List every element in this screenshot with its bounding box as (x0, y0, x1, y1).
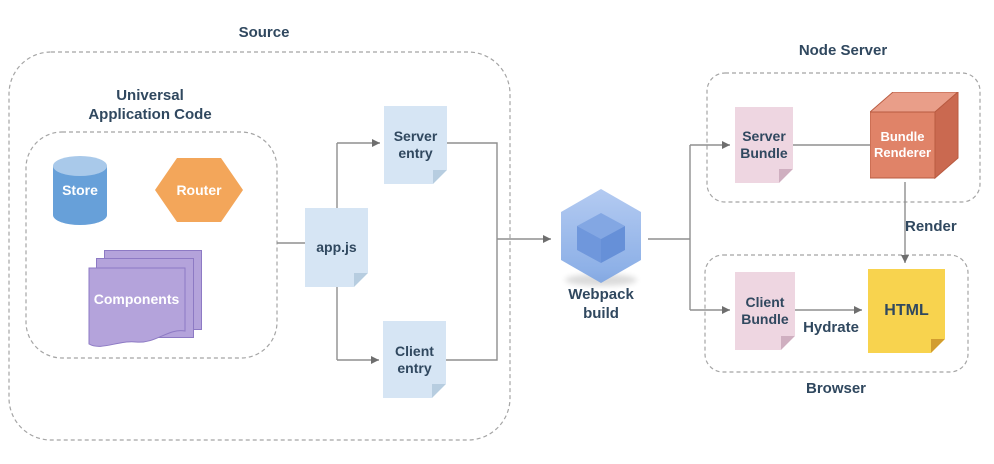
html-node-label: HTML (884, 302, 929, 320)
components-sheet-front-icon (88, 267, 186, 347)
html-node: HTML (868, 269, 945, 353)
server-bundle-node-label: Server Bundle (740, 128, 788, 161)
document-fold-icon (779, 169, 793, 183)
router-hexagon-icon (155, 158, 243, 222)
document-fold-icon (432, 384, 446, 398)
edge-server-entry-to-merge (447, 142, 498, 239)
client-bundle-node: Client Bundle (735, 272, 795, 350)
browser-group-title: Browser (805, 380, 867, 397)
document-fold-icon (931, 339, 945, 353)
universal-group-title: Universal Application Code (88, 87, 212, 123)
webpack-cube-icon (561, 189, 641, 286)
store-cylinder-icon (53, 156, 107, 225)
document-fold-icon (354, 273, 368, 287)
bundle-renderer-node-label: Bundle Renderer (873, 129, 932, 160)
document-fold-icon (433, 170, 447, 184)
webpack-node-label: Webpack build (568, 286, 634, 322)
app-js-node-label: app.js (316, 239, 357, 256)
store-node-label: Store (62, 181, 98, 198)
client-entry-node-label: Client entry (395, 342, 434, 376)
edge-client-entry-to-merge (446, 239, 498, 361)
render-edge-label: Render (905, 218, 957, 235)
app-js-node: app.js (305, 208, 368, 287)
server-entry-node-label: Server entry (393, 128, 438, 161)
node-server-group-title: Node Server (798, 42, 888, 59)
bundle-renderer-cube-icon (870, 92, 959, 180)
components-node-label: Components (93, 290, 180, 307)
components-node: Components (88, 250, 202, 347)
hydrate-edge-label: Hydrate (803, 319, 859, 336)
client-bundle-node-label: Client Bundle (741, 294, 789, 327)
document-fold-icon (781, 336, 795, 350)
router-node-label: Router (176, 181, 222, 198)
server-entry-node: Server entry (384, 106, 447, 184)
server-bundle-node: Server Bundle (735, 107, 793, 183)
client-entry-node: Client entry (383, 321, 446, 398)
source-group-title: Source (238, 24, 290, 41)
